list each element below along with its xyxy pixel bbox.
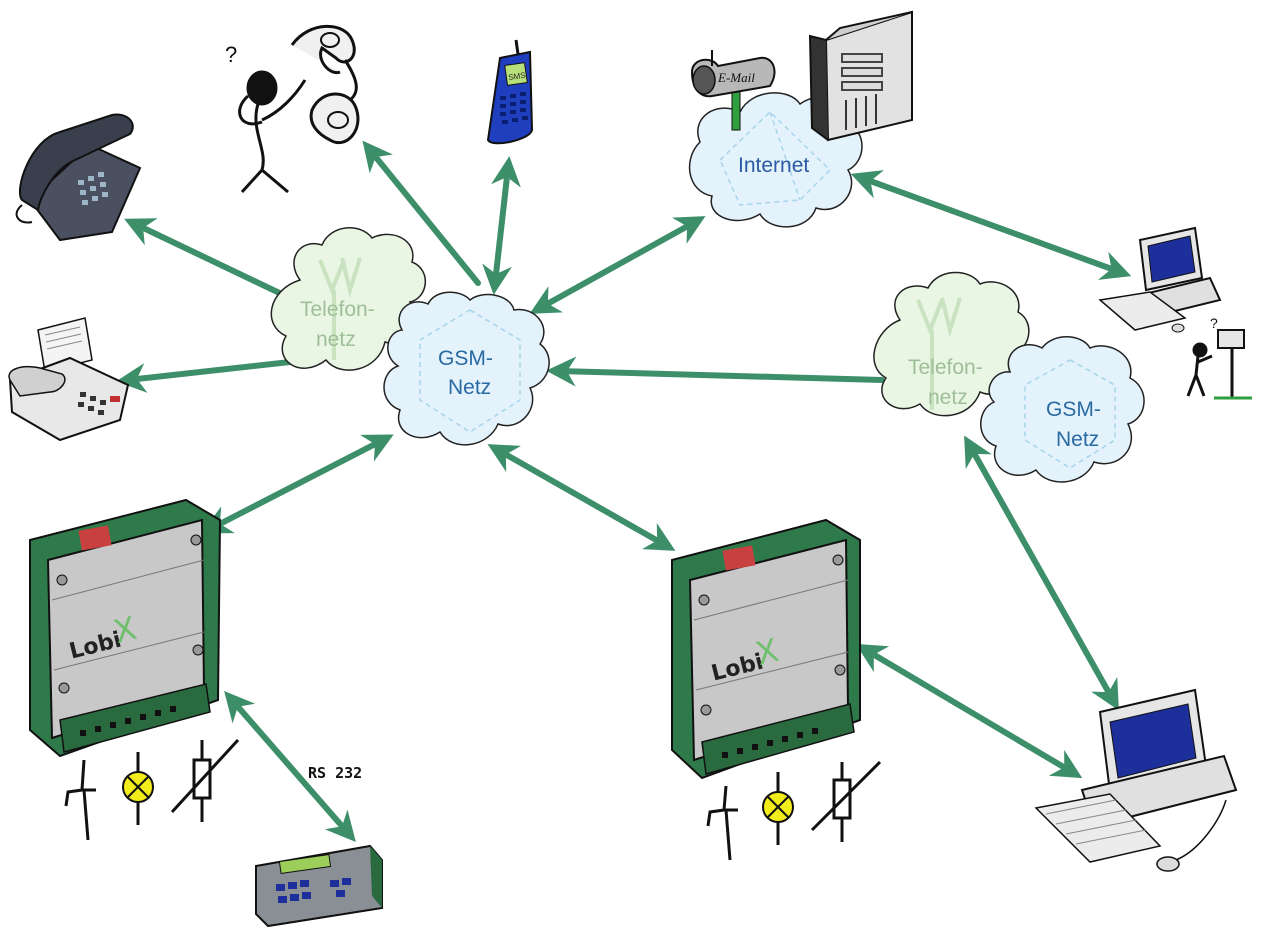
mobile-phone-icon: SMS (486, 39, 534, 145)
gsm-right-label-2: Netz (1056, 428, 1099, 451)
gsm-netz-center-cloud: GSM- Netz (383, 291, 550, 446)
lobix-controller-right-icon: Lobi X (671, 518, 861, 780)
mailbox-icon: E-Mail (690, 50, 776, 131)
mobile-screen-text: SMS (508, 71, 526, 82)
person-at-mailbox-icon: ? (1186, 315, 1252, 400)
arrow-gsm-lobix-right (487, 444, 676, 551)
gsm-right-label-1: GSM- (1046, 398, 1101, 421)
arrow-lobix-terminal (224, 690, 356, 843)
gsm-netz-right-cloud: GSM- Netz (980, 336, 1145, 483)
telefonnetz-left-label-2: netz (316, 328, 356, 351)
telefonnetz-right-label-1: Telefon- (908, 356, 983, 379)
arrow-telefon-to-fax (116, 359, 293, 393)
fax-machine-icon (8, 317, 130, 442)
display-terminal-icon (255, 844, 383, 928)
gsm-center-label-1: GSM- (438, 347, 493, 370)
lamp-left-icon (122, 752, 154, 825)
arrow-telefon-right-to-gsm (546, 356, 885, 387)
desktop-computer-bottom-icon (1034, 688, 1238, 872)
arrow-telefon-to-desk-phone (124, 218, 293, 301)
desktop-computer-top-icon (1098, 226, 1222, 333)
internet-label: Internet (738, 154, 809, 177)
telefonnetz-left-cloud: Telefon- netz (270, 227, 427, 371)
lobix-controller-left-icon: Lobi X (29, 498, 222, 758)
arrow-gsm-right-computer (964, 435, 1119, 711)
telefonnetz-right-cloud: Telefon- netz (873, 271, 1030, 417)
arrow-gsm-lobix-left (201, 434, 394, 534)
mailbox-label: E-Mail (717, 70, 755, 85)
rs232-label: RS 232 (308, 764, 362, 782)
telefonnetz-right-label-2: netz (928, 386, 968, 409)
desk-phone-icon (15, 113, 142, 242)
arrow-lobix-right-computer (855, 643, 1083, 779)
connection-arrows (116, 140, 1132, 843)
confused-caller-icon: ? (225, 24, 360, 194)
potentiometer-left-icon (170, 738, 240, 822)
gsm-center-label-2: Netz (448, 376, 491, 399)
switch-left-icon (64, 759, 96, 841)
potentiometer-right-icon (810, 760, 882, 842)
lamp-right-icon (762, 772, 794, 845)
arrow-gsm-mobile (482, 156, 521, 295)
switch-right-icon (706, 785, 738, 861)
telefonnetz-left-label-1: Telefon- (300, 298, 375, 321)
arrow-gsm-internet (529, 216, 706, 314)
svg-text:?: ? (225, 42, 237, 67)
svg-text:?: ? (1210, 315, 1218, 331)
server-tower-icon (808, 10, 913, 142)
arrow-internet-computer (850, 170, 1132, 280)
arrow-gsm-to-caller (362, 140, 481, 286)
